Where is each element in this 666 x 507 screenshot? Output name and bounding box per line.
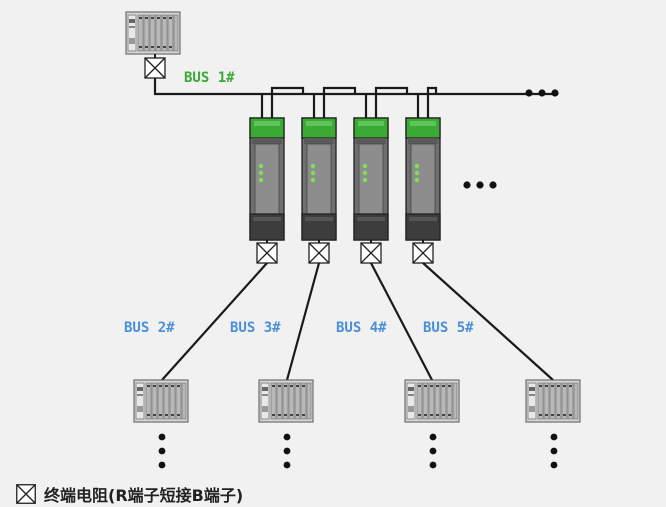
ellipsis-icon [463,181,497,189]
repeater-module-4 [405,117,441,241]
ellipsis-icon [158,433,166,469]
repeater-module-2 [301,117,337,241]
bus2-label: BUS 2# [124,320,175,336]
bus1-trunk-line [153,78,558,96]
bus3-label: BUS 3# [230,320,281,336]
bus1-module-branches [260,86,438,118]
plc-device-bus4 [404,379,460,423]
terminal-resistor-icon [308,242,330,264]
plc-device-bus2 [133,379,189,423]
ellipsis-icon [283,433,291,469]
ellipsis-icon [429,433,437,469]
bus1-label: BUS 1# [184,70,235,86]
terminal-resistor-icon [144,57,166,79]
plc-device-bus3 [258,379,314,423]
plc-device-bus5 [525,379,581,423]
branch-bus-lines [161,262,554,381]
terminal-resistor-icon [412,242,434,264]
repeater-module-1 [249,117,285,241]
terminal-resistor-icon [360,242,382,264]
bus5-label: BUS 5# [423,320,474,336]
ellipsis-icon [525,89,559,97]
plc-device-top [125,11,181,55]
repeater-module-3 [353,117,389,241]
legend-text: 终端电阻(R端子短接B端子) [44,486,244,505]
ellipsis-icon [550,433,558,469]
terminal-resistor-icon [256,242,278,264]
terminal-resistor-icon [16,484,36,504]
legend: 终端电阻(R端子短接B端子) [16,482,243,506]
bus4-label: BUS 4# [336,320,387,336]
